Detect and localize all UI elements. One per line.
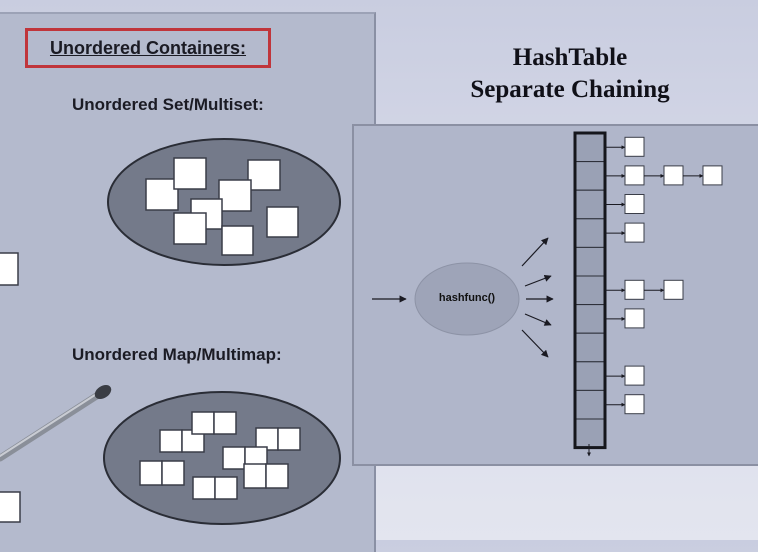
hash-output-arrow — [525, 314, 551, 325]
bucket-slot — [575, 390, 605, 419]
bucket-slot — [575, 247, 605, 276]
chain-node — [664, 280, 683, 299]
bucket-slot — [575, 276, 605, 305]
bucket-slot — [575, 133, 605, 162]
bucket-slot — [575, 162, 605, 191]
chain-node — [703, 166, 722, 185]
bucket-slot — [575, 362, 605, 391]
hash-output-arrow — [525, 276, 551, 286]
chain-node — [625, 137, 644, 156]
hash-output-arrow — [522, 238, 548, 266]
bucket-slot — [575, 190, 605, 219]
chain-node — [625, 223, 644, 242]
bucket-slot — [575, 305, 605, 334]
chain-node — [625, 395, 644, 414]
hashfunc-label: hashfunc() — [415, 292, 519, 304]
chain-node — [625, 166, 644, 185]
chain-node — [664, 166, 683, 185]
chain-node — [625, 195, 644, 214]
bucket-array — [575, 133, 605, 448]
chain-node — [625, 280, 644, 299]
hashtable-diagram — [0, 0, 758, 540]
chain-node — [625, 366, 644, 385]
chain-node — [625, 309, 644, 328]
bucket-slot — [575, 219, 605, 248]
bucket-slot — [575, 333, 605, 362]
chain-nodes — [605, 137, 722, 413]
bucket-slot — [575, 419, 605, 448]
hash-output-arrow — [522, 330, 548, 357]
